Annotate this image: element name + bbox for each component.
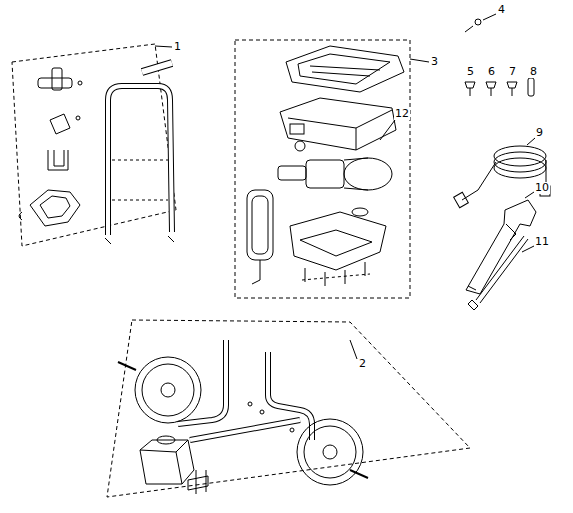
callout-number: 7 <box>508 66 517 78</box>
callout-number: 4 <box>497 4 506 16</box>
group-region <box>235 40 410 298</box>
callout-number: 11 <box>534 236 550 248</box>
leader-line <box>410 59 429 62</box>
callout-number: 8 <box>529 66 538 78</box>
leader-line <box>155 46 172 47</box>
callout-number: 12 <box>394 108 410 120</box>
callout-number: 6 <box>487 66 496 78</box>
leader-line <box>525 192 534 198</box>
callout-number: 2 <box>358 358 367 370</box>
leader-line <box>350 340 357 359</box>
handle-assembly <box>19 63 174 244</box>
leader-line <box>522 246 534 252</box>
accessory-parts <box>454 19 550 310</box>
leader-line <box>527 138 535 145</box>
callout-number: 10 <box>534 182 550 194</box>
callout-number: 5 <box>466 66 475 78</box>
callout-number: 3 <box>430 56 439 68</box>
pump-motor-assembly <box>247 46 404 286</box>
group-region <box>12 44 176 246</box>
callout-number: 9 <box>535 127 544 139</box>
leader-line <box>483 14 496 20</box>
callout-number: 1 <box>173 41 182 53</box>
frame-wheel-assembly <box>118 340 368 494</box>
group-region <box>107 320 470 497</box>
